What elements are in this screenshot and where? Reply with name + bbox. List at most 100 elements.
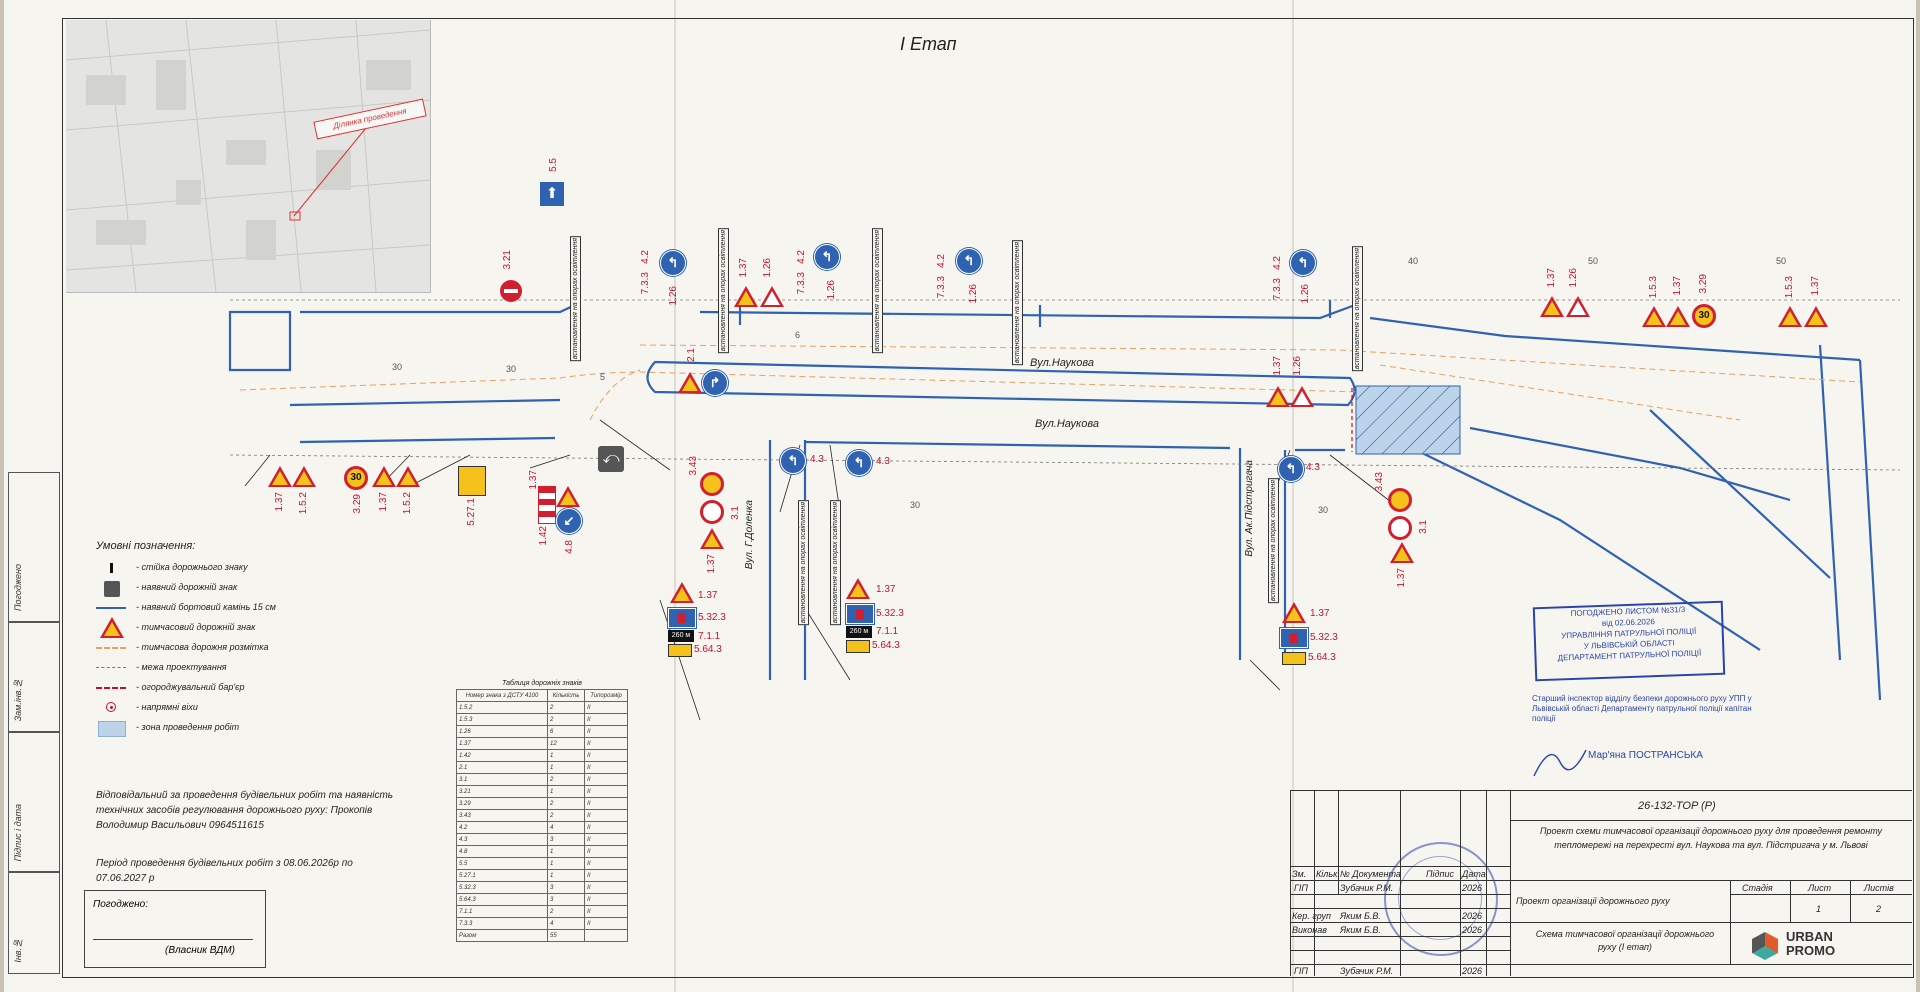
sign-code: 7.3.3 <box>936 276 947 299</box>
install-note: встановлення на опорах освітлення <box>570 236 581 362</box>
sign-code: 1.37 <box>1396 568 1407 588</box>
title-block: 26-132-TOP (P) Проект схеми тимчасової о… <box>1290 790 1912 976</box>
sign-5-5-one-way: ⬆ <box>540 182 564 206</box>
logo-text: URBAN PROMO <box>1786 929 1836 958</box>
sign-1-37-roadworks <box>268 466 292 487</box>
sign-code: 5.64.3 <box>694 644 722 655</box>
tb-sheet-description: Схема тимчасової організації дорожнього … <box>1535 929 1715 952</box>
sign-3-1-no-traffic <box>1388 516 1412 540</box>
sign-5-64-3-detour-arrow <box>668 644 692 657</box>
sign-code: 5.64.3 <box>1308 652 1336 663</box>
sign-3-21-no-entry <box>500 280 522 302</box>
legend-title: Умовні позначення: <box>96 540 196 552</box>
sign-code: 1.5.3 <box>1784 276 1795 299</box>
minimap-streets <box>66 20 430 292</box>
legend-item: - наявний бортовий камінь 15 см <box>96 598 336 618</box>
tb-person: Зубачик Р.М. <box>1340 966 1394 976</box>
approval-title: Погоджено: <box>93 899 148 910</box>
sign-code: 1.5.2 <box>298 492 309 515</box>
project-title: Проект схеми тимчасової організації доро… <box>1539 826 1883 850</box>
tb-header: № Документа <box>1340 869 1401 879</box>
drawing-frame <box>62 18 1914 978</box>
legend: Умовні позначення: - стійка дорожнього з… <box>96 540 336 738</box>
dimension-label: 40 <box>1408 256 1419 266</box>
sign-1-37-roadworks <box>700 528 724 549</box>
side-cell: Погоджено <box>8 472 60 622</box>
tb-sheet-number: 1 <box>1816 904 1822 914</box>
guide-post-icon <box>96 701 126 715</box>
sign-code: 3.29 <box>352 494 363 514</box>
tb-role: Виконав <box>1292 925 1327 935</box>
install-note: встановлення на опорах освітлення <box>1268 478 1279 604</box>
sign-4-3-direction: ↰ <box>846 450 872 476</box>
sign-1-37-roadworks <box>556 486 580 507</box>
street-label-pidstryhacha: Вул. Ак.Підстригача <box>1244 460 1255 557</box>
sign-code: 7.1.1 <box>876 626 899 637</box>
sign-3-43-traffic-light <box>1388 488 1412 512</box>
sign-3-29-speed-limit: 30 <box>344 466 368 490</box>
sign-code: 1.42 <box>538 526 549 546</box>
project-code: 26-132-TOP (P) <box>1638 800 1716 812</box>
sign-table-caption: Таблиця дорожніх знаків <box>502 680 582 687</box>
sign-code: 4.3 <box>810 454 824 465</box>
dimension-label: 30 <box>910 500 921 510</box>
sign-code: 3.29 <box>1698 274 1709 294</box>
tb-date: 2026 <box>1462 883 1483 893</box>
sign-1-5-3-narrowing <box>1642 306 1666 327</box>
sign-1-37-roadworks <box>1282 602 1306 623</box>
sign-code: 4.2 <box>1272 256 1283 270</box>
sign-code: 1.26 <box>668 286 679 306</box>
inspector-note: Старший інспектор відділу безпеки дорожн… <box>1532 694 1752 723</box>
sign-4-3-direction: ↰ <box>1278 456 1304 482</box>
sign-code: 1.5.3 <box>1648 276 1659 299</box>
company-round-stamp <box>1384 842 1498 956</box>
sign-table: Таблиця дорожніх знаків Номер знака з ДС… <box>455 680 628 942</box>
sign-1-37-roadworks <box>1540 296 1564 317</box>
sign-1-37-roadworks <box>734 286 758 307</box>
sign-code: 1.37 <box>706 554 717 574</box>
sign-code: 5.32.3 <box>1310 632 1338 643</box>
temporary-marking-icon <box>96 641 126 655</box>
sign-code: 1.37 <box>528 470 539 490</box>
install-note: встановлення на опорах освітлення <box>1012 240 1023 366</box>
sign-code: 1.37 <box>1810 276 1821 296</box>
sign-code: 7.3.3 <box>796 272 807 295</box>
sign-1-26-narrowing <box>1290 386 1314 407</box>
sign-1-26-narrowing <box>1566 296 1590 317</box>
sign-code: 4.3 <box>1306 462 1320 473</box>
handwritten-signature <box>1533 749 1587 777</box>
legend-item: - межа проектування <box>96 658 336 678</box>
sign-code: 1.37 <box>876 584 896 595</box>
sign-code: 1.37 <box>1546 268 1557 288</box>
tb-date: 2026 <box>1462 925 1483 935</box>
sign-code: 1.26 <box>1568 268 1579 288</box>
dimension-label: 50 <box>1776 256 1787 266</box>
sign-code: 3.1 <box>730 506 741 520</box>
sign-code: 4.2 <box>796 250 807 264</box>
sign-1-5-2-narrowing <box>292 466 316 487</box>
sign-code: 1.26 <box>826 280 837 300</box>
sign-code: 5.27.1 <box>466 498 477 526</box>
street-label-dolenka: Вул. Г.Доленка <box>744 500 755 570</box>
sign-code: 1.26 <box>1292 356 1303 376</box>
dimension-label: 30 <box>392 362 403 372</box>
legend-item: - огороджувальний бар'єр <box>96 678 336 698</box>
sign-1-37-roadworks <box>372 466 396 487</box>
sign-code: 1.37 <box>1310 608 1330 619</box>
design-boundary-icon <box>96 661 126 675</box>
install-note: встановлення на опорах освітлення <box>830 500 841 626</box>
sign-code: 5.32.3 <box>698 612 726 623</box>
street-label-naukova: Вул.Наукова <box>1030 357 1094 369</box>
sign-code: 2.1 <box>686 348 697 362</box>
tb-header: Підпис <box>1426 869 1454 879</box>
approval-box: Погоджено: (Власник ВДМ) <box>84 890 266 968</box>
sign-code: 4.2 <box>640 250 651 264</box>
sign-1-37-roadworks <box>1666 306 1690 327</box>
